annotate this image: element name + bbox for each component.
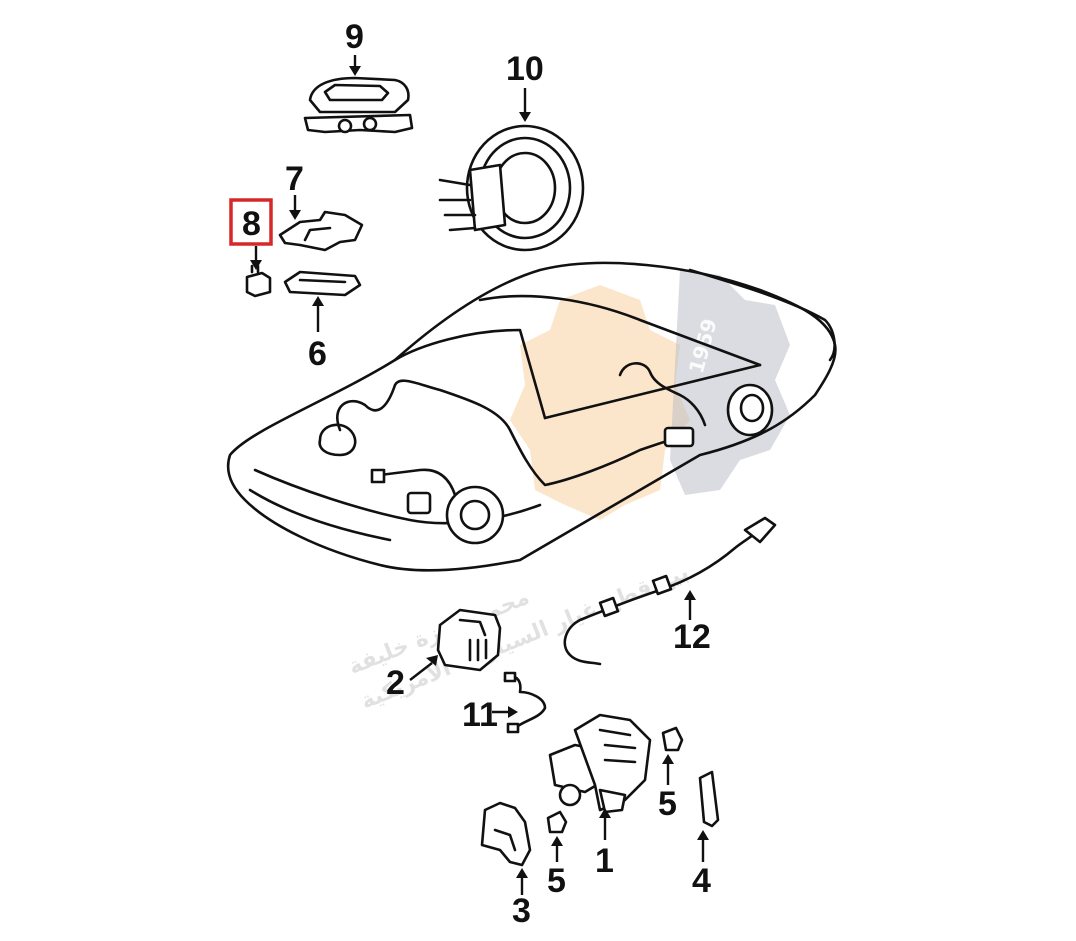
- watermark-gear-orange-icon: [510, 285, 690, 520]
- watermark-gear-grey-icon: [670, 270, 790, 495]
- part-1-abs-modulator: [548, 713, 652, 840]
- callout-1: 1: [595, 842, 614, 880]
- callout-8: 8: [242, 205, 261, 243]
- part-4-bracket: [697, 770, 720, 862]
- part-6-module: [283, 270, 362, 332]
- part-8-relay: [245, 246, 272, 298]
- callout-8-highlight-box: [229, 198, 273, 246]
- callout-7: 7: [285, 160, 304, 198]
- callout-5-left: 5: [547, 862, 566, 900]
- callout-4: 4: [692, 862, 711, 900]
- part-7-bracket: [278, 195, 364, 252]
- part-5-grommet-right: [661, 726, 684, 785]
- part-10-brake-booster: [438, 88, 585, 252]
- callout-3: 3: [512, 892, 531, 930]
- callout-10: 10: [506, 50, 544, 88]
- part-2-control-unit: [409, 608, 502, 681]
- part-5-grommet-left: [546, 810, 568, 862]
- callout-2: 2: [386, 664, 405, 702]
- part-11-wire: [492, 671, 547, 734]
- callout-12: 12: [673, 618, 711, 656]
- callout-11: 11: [462, 696, 498, 734]
- callout-5-right: 5: [658, 785, 677, 823]
- part-12-speed-sensor: [563, 516, 777, 666]
- callout-9: 9: [345, 18, 364, 56]
- callout-labels: 9 10 7 6 12 2 11 5 1 5 4 3 8: [229, 18, 711, 930]
- car-body: [226, 261, 837, 572]
- callout-6: 6: [308, 335, 327, 373]
- part-9-master-cylinder: [303, 55, 414, 134]
- part-3-bracket: [480, 801, 532, 895]
